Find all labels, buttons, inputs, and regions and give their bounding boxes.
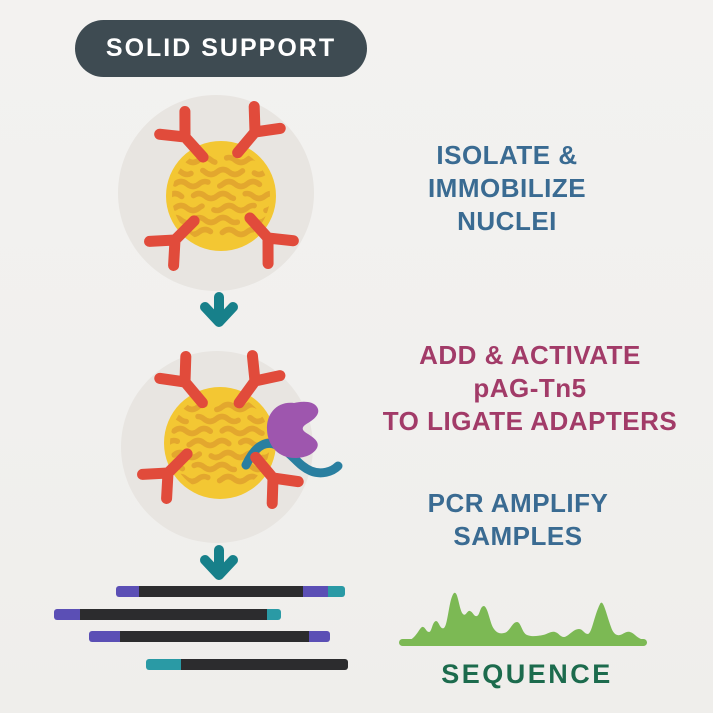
fragment-insert-segment xyxy=(139,586,303,597)
solid-support-label: SOLID SUPPORT xyxy=(105,34,337,62)
fragment-insert-segment xyxy=(120,631,309,642)
arrow-down-icon xyxy=(200,545,238,580)
fragment-adapter-segment xyxy=(89,631,120,642)
coverage-peaks xyxy=(401,592,647,643)
coverage-baseline xyxy=(399,639,647,646)
fragment-adapter-segment xyxy=(328,586,345,597)
pag-tn5-blob-icon xyxy=(266,401,319,458)
fragment-adapter-segment xyxy=(309,631,330,642)
cell-step2 xyxy=(121,351,343,543)
fragment-adapter-segment xyxy=(303,586,328,597)
fragment-insert-segment xyxy=(181,659,348,670)
solid-support-badge: SOLID SUPPORT xyxy=(75,20,367,77)
dna-fragment-bar xyxy=(146,659,348,670)
dna-fragment-bar xyxy=(89,631,330,642)
cell-step1 xyxy=(118,95,314,291)
sequencing-coverage-track xyxy=(399,592,647,646)
fragment-adapter-segment xyxy=(146,659,181,670)
isolate-immobilize-label: ISOLATE & IMMOBILIZE NUCLEI xyxy=(427,140,587,236)
fragment-adapter-segment xyxy=(267,609,281,620)
sequence-label: SEQUENCE xyxy=(441,659,613,689)
dna-fragment-bar xyxy=(116,586,345,597)
pcr-amplify-label: PCR AMPLIFY SAMPLES xyxy=(427,488,609,551)
arrow-down-icon xyxy=(200,292,238,327)
dna-fragment-bar xyxy=(54,609,281,620)
fragment-adapter-segment xyxy=(54,609,80,620)
adapter-curve-icon xyxy=(241,438,343,478)
add-activate-label: ADD & ACTIVATE pAG-Tn5 TO LIGATE ADAPTER… xyxy=(382,340,678,436)
fragment-adapter-segment xyxy=(116,586,139,597)
fragment-insert-segment xyxy=(80,609,267,620)
